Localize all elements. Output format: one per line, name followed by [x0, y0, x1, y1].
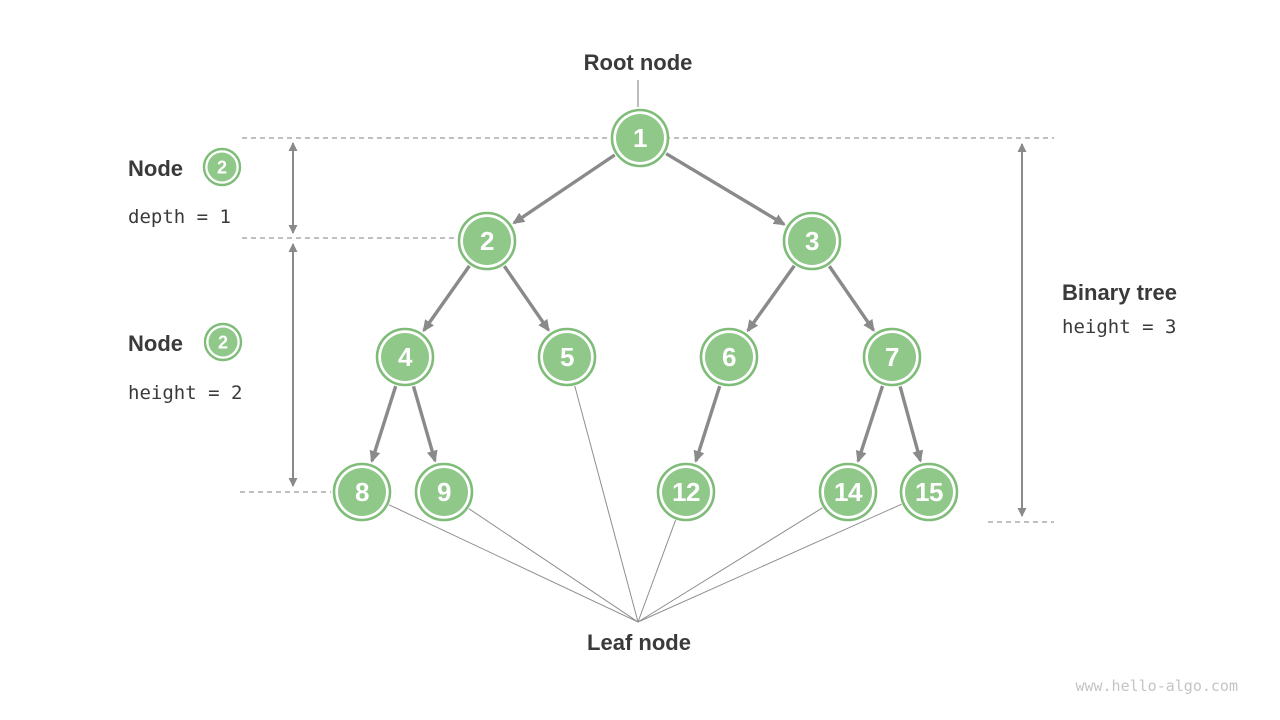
tree-node-disc — [788, 217, 836, 265]
tree-node-disc — [705, 333, 753, 381]
tree-node: 3 — [782, 211, 842, 271]
tree-node-value: 1 — [633, 123, 647, 153]
watermark: www.hello-algo.com — [1075, 677, 1238, 695]
annotation-badges-layer: 2 2 — [202, 147, 243, 362]
tree-node-value: 5 — [560, 342, 574, 372]
node-height-detail: height = 2 — [128, 382, 243, 404]
tree-node-disc — [543, 333, 591, 381]
tree-node-value: 8 — [355, 477, 369, 507]
leaf-pointer-line — [637, 519, 677, 623]
tree-node: 7 — [862, 327, 922, 387]
tree-node: 8 — [332, 462, 392, 522]
tree-node-value: 12 — [672, 477, 700, 507]
tree-node-disc — [420, 468, 468, 516]
tree-node-disc — [905, 468, 953, 516]
tree-node-value: 2 — [480, 226, 494, 256]
binary-tree-height-detail: height = 3 — [1062, 316, 1177, 338]
node-height-label: Node — [128, 331, 183, 356]
node-height-badge: 2 — [203, 322, 243, 362]
tree-node-value: 4 — [398, 342, 413, 372]
tree-node: 9 — [414, 462, 474, 522]
tree-node: 5 — [537, 327, 597, 387]
leaf-node-label: Leaf node — [587, 630, 691, 655]
tree-edge-arrow — [502, 265, 550, 332]
tree-edge-arrow — [898, 385, 924, 463]
tree-edge-arrow — [665, 152, 786, 226]
tree-node: 14 — [818, 462, 878, 522]
badge-value: 2 — [218, 333, 228, 353]
root-node-label: Root node — [583, 50, 693, 75]
badge-disc — [207, 152, 237, 182]
tree-edge-arrow — [693, 385, 722, 463]
tree-edge-arrow — [422, 264, 471, 333]
tree-edge-arrow — [855, 385, 885, 464]
tree-node-disc — [463, 217, 511, 265]
tree-node-value: 14 — [834, 477, 863, 507]
leaf-pointer-line — [468, 508, 639, 623]
leaf-pointer-line — [388, 504, 639, 623]
tree-node: 4 — [375, 327, 435, 387]
binary-tree-label: Binary tree — [1062, 280, 1177, 305]
tree-node: 2 — [457, 211, 517, 271]
tree-node-value: 7 — [885, 342, 899, 372]
tree-node: 15 — [899, 462, 959, 522]
tree-edge-arrow — [827, 265, 875, 332]
leaf-pointer-line — [637, 503, 902, 623]
tree-node-value: 6 — [722, 342, 736, 372]
tree-edge-arrow — [411, 385, 438, 463]
tree-node-value: 3 — [805, 226, 819, 256]
node-depth-badge: 2 — [202, 147, 242, 187]
tree-edge-arrow — [746, 264, 796, 333]
node-depth-detail: depth = 1 — [128, 206, 231, 228]
tree-node: 12 — [656, 462, 716, 522]
tree-node: 6 — [699, 327, 759, 387]
leaf-pointer-line — [637, 507, 823, 623]
tree-node-disc — [616, 114, 664, 162]
badge-disc — [208, 327, 238, 357]
tree-node-value: 15 — [915, 477, 943, 507]
leaf-pointer-line — [574, 385, 639, 623]
badge-value: 2 — [217, 158, 227, 178]
node-depth-label: Node — [128, 156, 183, 181]
tree-node-disc — [662, 468, 710, 516]
tree-node: 1 — [610, 108, 670, 168]
tree-node-value: 9 — [437, 477, 451, 507]
tree-edges-layer — [369, 152, 924, 464]
tree-edge-arrow — [369, 385, 398, 463]
tree-node-disc — [824, 468, 872, 516]
tree-node-disc — [381, 333, 429, 381]
tree-edge-arrow — [512, 153, 616, 225]
leaf-pointer-lines-layer — [388, 385, 902, 623]
tree-node-disc — [338, 468, 386, 516]
tree-node-disc — [868, 333, 916, 381]
